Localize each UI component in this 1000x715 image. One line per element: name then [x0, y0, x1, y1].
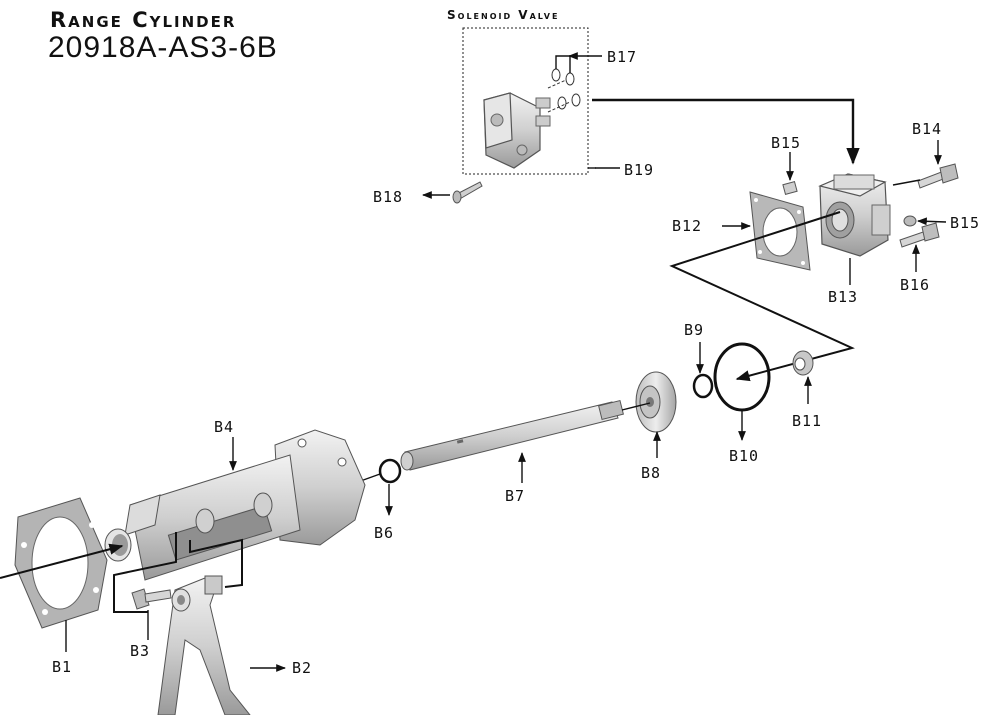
- solenoid-orings: [547, 68, 581, 113]
- cylinder-housing-b4: [104, 429, 366, 581]
- solenoid-valve-inset-box: [462, 27, 589, 175]
- label-b12: B12: [672, 217, 702, 235]
- oring-b9: [692, 373, 714, 399]
- diagram-title: Range Cylinder: [50, 8, 237, 32]
- bolt-b16: [899, 222, 940, 248]
- label-b19: B19: [624, 161, 654, 179]
- oring-b6: [378, 458, 402, 484]
- label-b17: B17: [607, 48, 637, 66]
- plug-b15-top: [782, 181, 798, 195]
- label-b7: B7: [505, 487, 525, 505]
- valve-housing-b13: [818, 173, 891, 257]
- shaft-b7: [400, 399, 624, 471]
- label-b10: B10: [729, 447, 759, 465]
- label-b6: B6: [374, 524, 394, 542]
- part-number: 20918A-AS3-6B: [48, 31, 278, 64]
- label-b3: B3: [130, 642, 150, 660]
- shift-fork-b2: [157, 575, 251, 715]
- label-b2: B2: [292, 659, 312, 677]
- solenoid-valve-inset-title: Solenoid Valve: [447, 8, 560, 22]
- label-b14: B14: [912, 120, 942, 138]
- nut-b11: [792, 350, 814, 376]
- label-b15-right: B15: [950, 214, 980, 232]
- screw-b18: [452, 181, 483, 204]
- label-b11: B11: [792, 412, 822, 430]
- label-b1: B1: [52, 658, 72, 676]
- label-b13: B13: [828, 288, 858, 306]
- label-b4: B4: [214, 418, 234, 436]
- label-b18: B18: [373, 188, 403, 206]
- plug-b15-right: [903, 215, 917, 227]
- label-b16: B16: [900, 276, 930, 294]
- label-b15-top: B15: [771, 134, 801, 152]
- label-b8: B8: [641, 464, 661, 482]
- solenoid-valve: [483, 92, 551, 169]
- bolt-b14: [917, 163, 959, 189]
- piston-b8: [635, 371, 677, 433]
- label-b9: B9: [684, 321, 704, 339]
- bolt-b3: [131, 588, 172, 610]
